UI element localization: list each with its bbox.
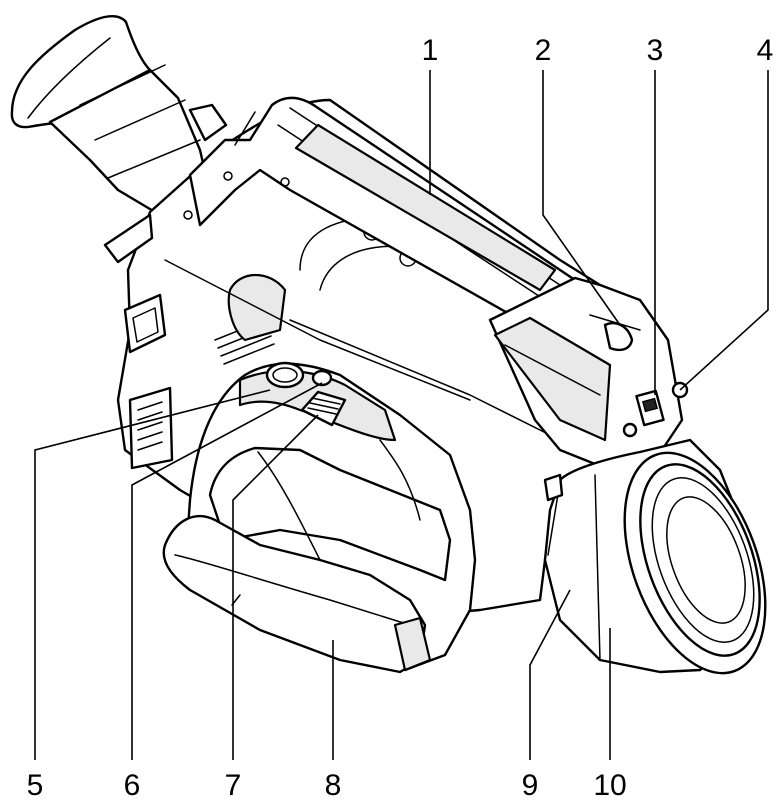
- callout-5: 5: [27, 769, 44, 802]
- hand-strap: [162, 515, 432, 674]
- leader-2: [542, 70, 621, 326]
- callout-3: 3: [647, 34, 664, 67]
- callout-6: 6: [124, 769, 141, 802]
- callout-4: 4: [757, 34, 774, 67]
- callout-9: 9: [522, 769, 539, 802]
- callout-7: 7: [225, 769, 242, 802]
- callout-2: 2: [535, 34, 552, 67]
- callout-10: 10: [593, 769, 626, 802]
- leader-7: [232, 414, 319, 760]
- callout-8: 8: [325, 769, 342, 802]
- callout-labels: 1 2 3 4 5 6 7 8 9 10: [27, 34, 774, 802]
- leader-5: [34, 389, 271, 760]
- leader-6: [131, 382, 323, 760]
- callout-1: 1: [422, 34, 439, 67]
- carrying-handle: [183, 96, 577, 322]
- leader-9: [529, 589, 571, 760]
- leader-4: [679, 70, 769, 391]
- front-control-panel: [488, 276, 689, 472]
- leader-lines: [34, 70, 769, 760]
- lens-assembly: [543, 438, 767, 675]
